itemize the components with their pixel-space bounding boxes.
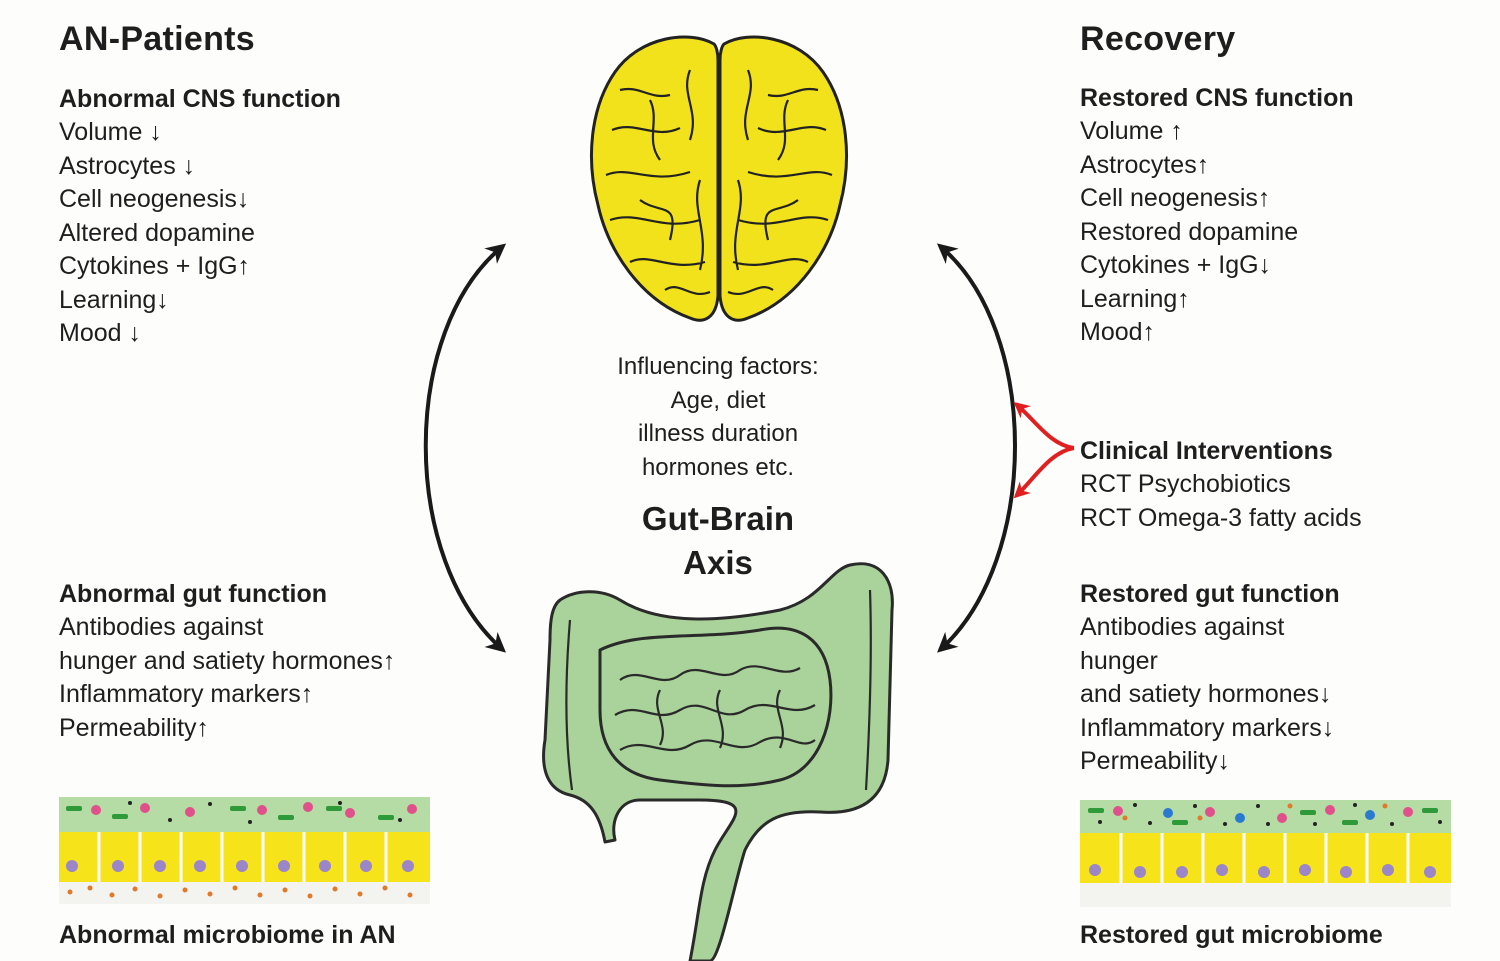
list-item: Mood↑ xyxy=(1080,318,1156,346)
list-item: Astrocytes ↓ xyxy=(59,151,196,180)
list-item: Cell neogenesis↑ xyxy=(1080,184,1271,212)
right-axis-arrow xyxy=(936,243,1017,653)
left-cns-title: Abnormal CNS function xyxy=(59,85,341,113)
factor-line: hormones etc. xyxy=(641,453,795,481)
list-item: Antibodies against xyxy=(1080,613,1285,641)
list-item: Volume ↓ xyxy=(59,118,162,146)
list-item: hunger and satiety hormones↑ xyxy=(59,646,396,675)
list-item: Altered dopamine xyxy=(59,218,255,247)
list-item: Cell neogenesis↓ xyxy=(59,185,250,213)
list-item: Learning↑ xyxy=(1080,284,1190,313)
left-axis-arrow xyxy=(423,243,507,653)
right-gut-list: Antibodies against hunger and satiety ho… xyxy=(1080,611,1334,779)
left-microbiome-label: Abnormal microbiome in AN xyxy=(59,921,396,949)
left-heading: AN-Patients xyxy=(59,20,255,58)
list-item: Antibodies against xyxy=(59,613,264,641)
interventions-title: Clinical Interventions xyxy=(1080,437,1333,465)
list-item: and satiety hormones↓ xyxy=(1080,680,1332,708)
left-cns-list: Volume ↓ Astrocytes ↓ Cell neogenesis↓ A… xyxy=(59,116,255,351)
list-item: Inflammatory markers↓ xyxy=(1080,713,1335,742)
list-item: Permeability↑ xyxy=(59,713,210,742)
left-gut-title: Abnormal gut function xyxy=(59,580,328,608)
influencing-factors: Influencing factors: Age, diet illness d… xyxy=(568,350,868,484)
factor-line: Influencing factors: xyxy=(617,353,819,380)
intervention-arrows xyxy=(1013,401,1075,499)
axis-label-line: Gut-Brain xyxy=(641,500,795,537)
brain-icon xyxy=(590,35,848,322)
list-item: Inflammatory markers↑ xyxy=(59,680,314,708)
left-gut-list: Antibodies against hunger and satiety ho… xyxy=(59,611,395,745)
axis-label-line: Axis xyxy=(683,544,753,581)
list-item: Mood ↓ xyxy=(59,319,141,347)
factor-line: Age, diet xyxy=(670,386,766,414)
right-heading: Recovery xyxy=(1080,20,1236,58)
list-item: Astrocytes↑ xyxy=(1080,150,1210,179)
interventions-list: RCT Psychobiotics RCT Omega-3 fatty acid… xyxy=(1080,468,1362,535)
right-cns-list: Volume ↑ Astrocytes↑ Cell neogenesis↑ Re… xyxy=(1080,115,1298,350)
factor-line: illness duration xyxy=(637,420,799,447)
right-microbiome-label: Restored gut microbiome xyxy=(1080,921,1383,949)
left-microbiome-illustration xyxy=(59,797,430,904)
list-item: RCT Psychobiotics xyxy=(1080,470,1291,498)
list-item: Volume ↑ xyxy=(1080,117,1183,145)
list-item: RCT Omega-3 fatty acids xyxy=(1080,503,1362,532)
intestine-icon xyxy=(542,562,894,961)
gut-brain-axis-label: Gut-Brain Axis xyxy=(568,497,868,585)
list-item: Learning↓ xyxy=(59,285,169,314)
right-gut-title: Restored gut function xyxy=(1080,580,1340,608)
list-item: Cytokines + IgG↓ xyxy=(1080,251,1272,279)
list-item: Cytokines + IgG↑ xyxy=(59,252,251,280)
list-item: Restored dopamine xyxy=(1080,217,1299,246)
right-cns-title: Restored CNS function xyxy=(1080,84,1354,112)
list-item: hunger xyxy=(1080,646,1158,675)
right-microbiome-illustration xyxy=(1080,800,1451,907)
list-item: Permeability↓ xyxy=(1080,747,1231,775)
